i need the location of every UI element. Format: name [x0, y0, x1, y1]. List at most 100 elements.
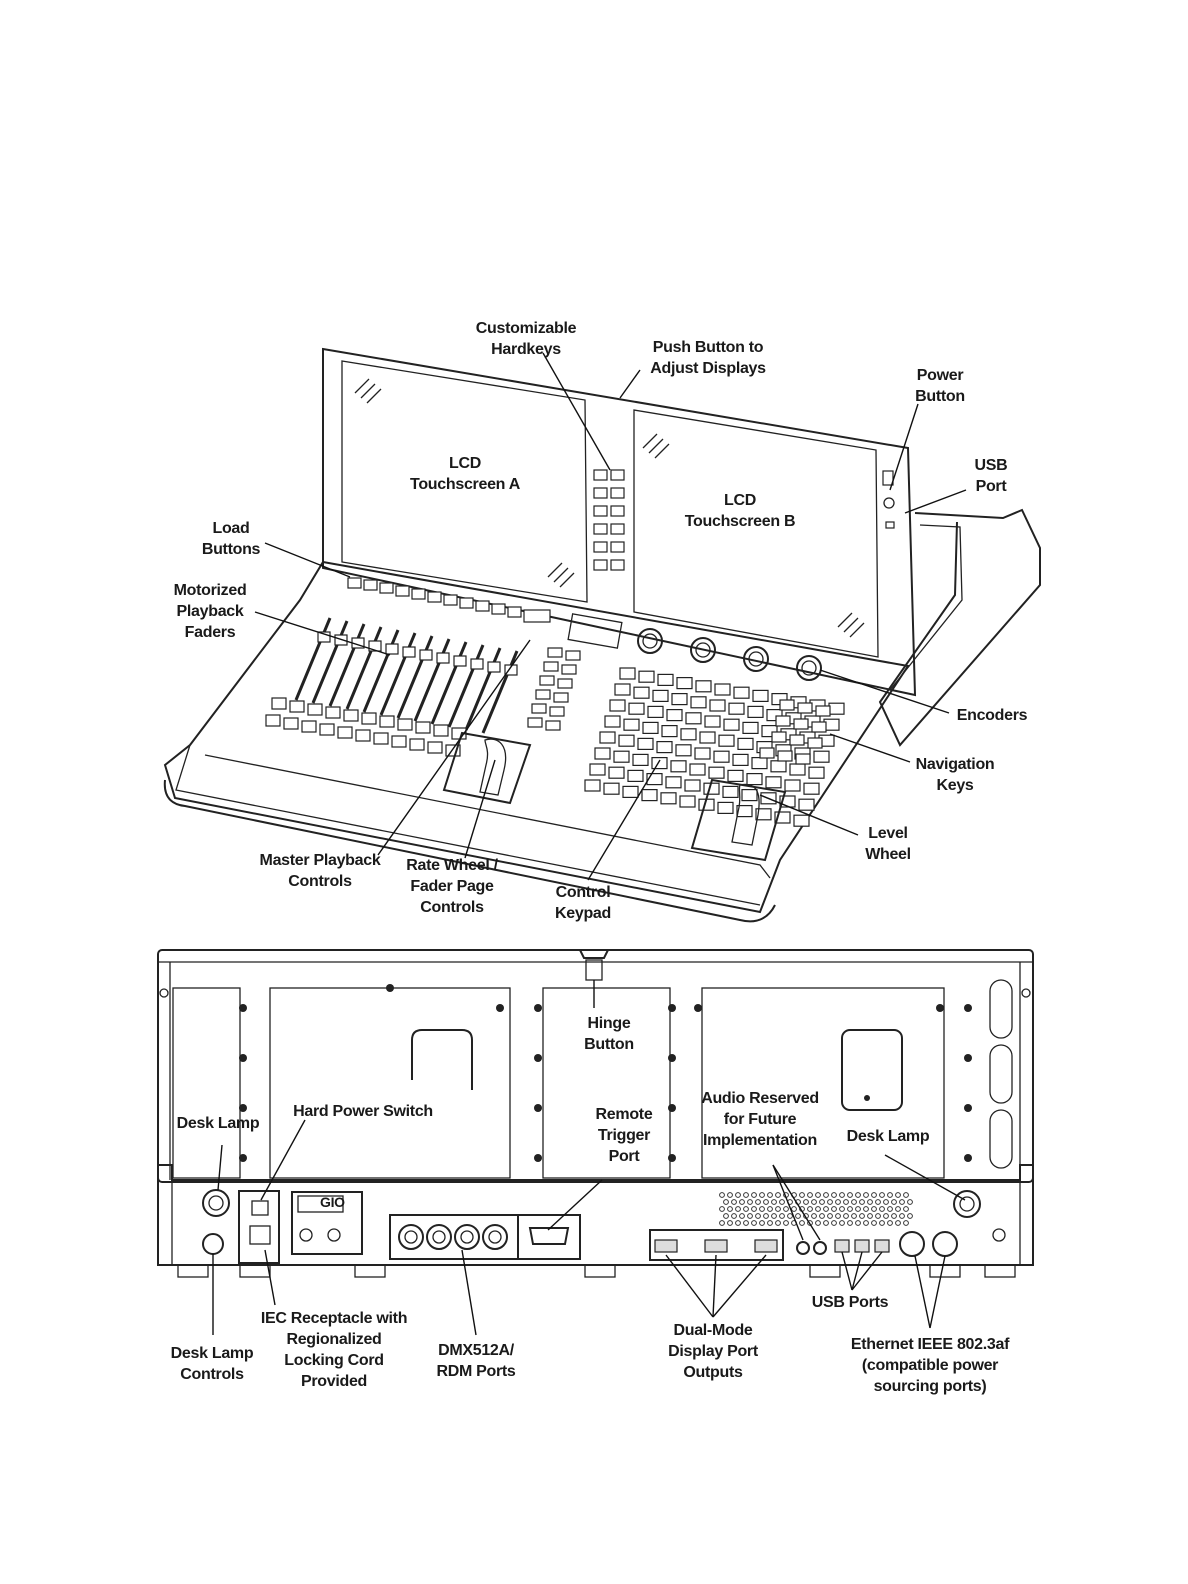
- label-line: Hinge: [587, 1015, 631, 1032]
- label-line: IEC Receptacle with: [260, 1310, 408, 1327]
- rate-wheel: [479, 738, 507, 796]
- label-hard-power-switch: Hard Power Switch: [293, 1101, 433, 1122]
- desk-lamp-control-knob: [202, 1233, 224, 1255]
- keypad-key: [685, 712, 702, 725]
- vent-hole: [719, 1220, 725, 1226]
- label-line: for Future: [723, 1111, 797, 1128]
- vent-hole: [811, 1199, 817, 1205]
- feet: [177, 1264, 1016, 1278]
- keypad-key: [694, 747, 711, 760]
- vent-hole: [847, 1220, 853, 1226]
- keypad-key: [723, 718, 740, 731]
- label-line: Implementation: [702, 1132, 818, 1149]
- desk-surface: [163, 560, 910, 914]
- fader-page-keys: [527, 647, 581, 731]
- label-line: LCD: [724, 492, 756, 509]
- remote-trigger-port: [528, 1227, 570, 1245]
- vent-hole: [871, 1220, 877, 1226]
- vent-hole: [887, 1220, 893, 1226]
- label-line: Keys: [936, 777, 974, 794]
- display-panel: [322, 347, 917, 697]
- label-line: Push Button to: [652, 339, 764, 356]
- label-line: Master Playback: [259, 852, 381, 869]
- label-usb-port: USB Port: [975, 455, 1008, 497]
- panel-screws: [239, 984, 972, 1162]
- label-desk-lamp-controls: Desk Lamp Controls: [171, 1343, 254, 1385]
- keypad-key: [699, 731, 716, 744]
- vent-hole: [739, 1213, 745, 1219]
- keypad-key: [704, 715, 721, 728]
- label-line: Touchscreen A: [410, 476, 520, 493]
- lcd-touchscreen-b: [633, 409, 879, 658]
- vent-hole: [759, 1192, 765, 1198]
- vent-hole: [855, 1206, 861, 1212]
- rear-panel-3: [542, 987, 671, 1179]
- vent-hole: [743, 1206, 749, 1212]
- vent-hole: [727, 1220, 733, 1226]
- brand-plate-text: GIO: [320, 1194, 345, 1210]
- vent-hole: [879, 1192, 885, 1198]
- brand-plate: [291, 1191, 363, 1255]
- vent-hole: [783, 1206, 789, 1212]
- label-line: Wheel: [865, 846, 911, 863]
- keypad-key: [638, 670, 655, 683]
- vent-hole: [859, 1213, 865, 1219]
- rear-leaders: [212, 980, 966, 1336]
- vent-hole: [839, 1192, 845, 1198]
- usb-port-3: [874, 1239, 890, 1253]
- label-line: Load: [212, 520, 250, 537]
- keypad-key: [793, 814, 810, 827]
- vent-hole: [847, 1192, 853, 1198]
- dmx-ports: [398, 1224, 508, 1250]
- vent-hole: [831, 1206, 837, 1212]
- keypad-key: [755, 808, 772, 821]
- label-line: Fader Page: [410, 878, 494, 895]
- vent-hole: [743, 1220, 749, 1226]
- keypad-key: [604, 715, 621, 728]
- vent-hole: [851, 1213, 857, 1219]
- ethernet-port-1: [899, 1231, 925, 1257]
- vent-hole: [871, 1206, 877, 1212]
- keypad-key: [680, 728, 697, 741]
- keypad-key: [736, 804, 753, 818]
- keypad-key: [628, 702, 645, 715]
- keypad-key: [690, 696, 707, 709]
- vent-hole: [763, 1213, 769, 1219]
- vent-hole: [895, 1192, 901, 1198]
- label-line: Provided: [300, 1373, 368, 1390]
- usb-port-1: [834, 1239, 850, 1253]
- label-rate-wheel: Rate Wheel / Fader Page Controls: [406, 855, 498, 918]
- vent-hole: [767, 1220, 773, 1226]
- vent-hole: [735, 1206, 741, 1212]
- label-desk-lamp-right: Desk Lamp: [847, 1126, 930, 1147]
- vent-hole: [751, 1220, 757, 1226]
- label-line: USB: [974, 457, 1008, 474]
- vent-hole: [759, 1206, 765, 1212]
- keypad-key: [765, 776, 782, 789]
- side-arm: [878, 508, 1041, 747]
- vent-hole: [815, 1206, 821, 1212]
- label-level-wheel: Level Wheel: [865, 823, 911, 865]
- label-line: Level: [868, 825, 908, 842]
- rear-view-console: [157, 949, 1034, 1278]
- label-navigation-keys: Navigation Keys: [916, 754, 995, 796]
- vent-hole: [851, 1199, 857, 1205]
- vent-hole: [875, 1199, 881, 1205]
- label-line: Power: [916, 367, 964, 384]
- vent-hole: [767, 1192, 773, 1198]
- vent-hole: [771, 1199, 777, 1205]
- vent-hole: [775, 1220, 781, 1226]
- displayport-1: [654, 1239, 678, 1253]
- vent-hole: [831, 1192, 837, 1198]
- label-line: Locking Cord: [284, 1352, 384, 1369]
- handle-left: [411, 1029, 473, 1090]
- vent-hole: [879, 1220, 885, 1226]
- vent-hole: [863, 1192, 869, 1198]
- navigation-keys: [759, 699, 831, 765]
- desk-lamp-connector-right: [953, 1190, 981, 1218]
- vent-hole: [895, 1206, 901, 1212]
- keypad-key: [733, 686, 750, 699]
- vent-hole: [811, 1213, 817, 1219]
- keypad-key: [589, 763, 606, 776]
- label-line: (compatible power: [861, 1357, 999, 1374]
